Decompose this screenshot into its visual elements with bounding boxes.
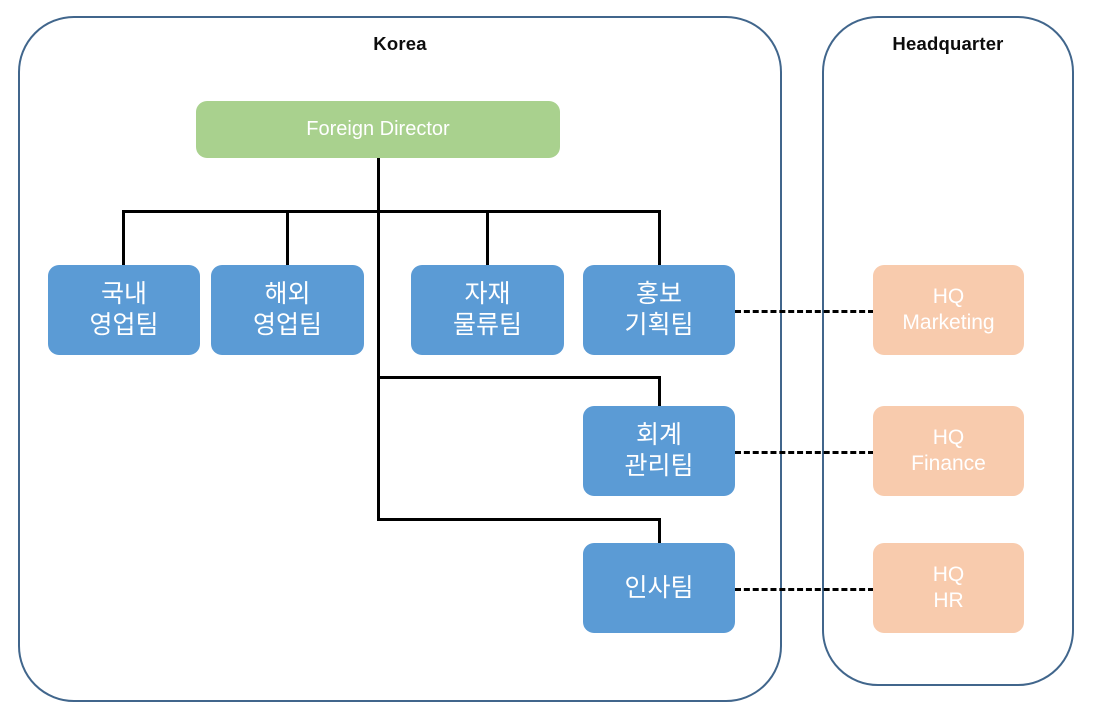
connector-drop-overseas-sales (286, 210, 289, 265)
node-pr-planning-team[interactable]: 홍보 기획팀 (583, 265, 735, 355)
node-foreign-director[interactable]: Foreign Director (196, 101, 560, 158)
node-overseas-sales-team[interactable]: 해외 영업팀 (211, 265, 364, 355)
node-hr-team[interactable]: 인사팀 (583, 543, 735, 633)
connector-drop-hr (658, 518, 661, 544)
connector-dashed-pr-to-hq-marketing (735, 310, 874, 313)
node-materials-logistics-team[interactable]: 자재 물류팀 (411, 265, 564, 355)
node-hq-marketing[interactable]: HQ Marketing (873, 265, 1024, 355)
connector-drop-materials-logistics (486, 210, 489, 265)
node-domestic-sales-team[interactable]: 국내 영업팀 (48, 265, 200, 355)
connector-dashed-hr-to-hq-hr (735, 588, 874, 591)
node-hq-finance[interactable]: HQ Finance (873, 406, 1024, 496)
panel-headquarter (822, 16, 1074, 686)
node-accounting-team[interactable]: 회계 관리팀 (583, 406, 735, 496)
connector-branch-accounting (377, 376, 661, 379)
connector-top-bus (122, 210, 661, 213)
panel-headquarter-title: Headquarter (892, 33, 1004, 54)
connector-drop-accounting (658, 376, 661, 407)
connector-drop-domestic-sales (122, 210, 125, 265)
connector-drop-pr-planning (658, 210, 661, 265)
connector-branch-hr (377, 518, 661, 521)
connector-trunk-vertical (377, 158, 380, 520)
connector-dashed-accounting-to-hq-finance (735, 451, 874, 454)
panel-korea-title: Korea (373, 33, 427, 54)
panel-korea (18, 16, 782, 702)
node-hq-hr[interactable]: HQ HR (873, 543, 1024, 633)
